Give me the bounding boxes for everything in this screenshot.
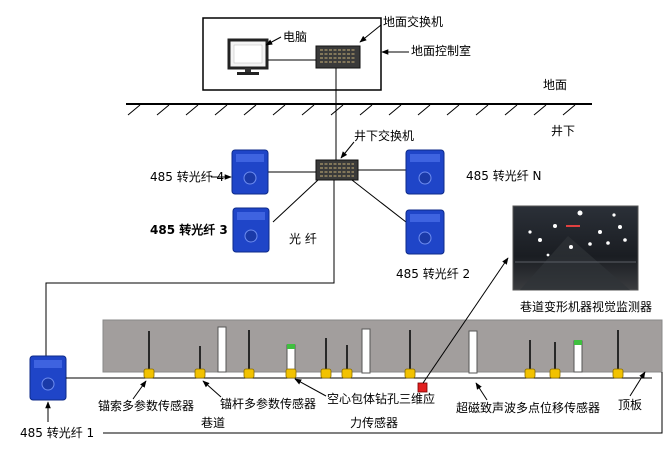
vision-monitor-image [512,205,639,291]
converter-2-icon [405,209,445,255]
computer-icon [227,38,269,75]
ground-label: 地面 [543,78,567,92]
converter-3-icon [232,207,270,253]
surface-switch-label: 地面交换机 [383,14,443,29]
ultrasonic-sensor-label: 超磁致声波多点位移传感器 [456,400,600,415]
sensor-rods [148,330,619,372]
underground-switch-icon [315,159,359,181]
control-room-box [202,17,382,91]
hollow-sensor-label-line2: 力传感器 [350,415,398,430]
roadway-roof-zone [102,319,663,373]
anchor-cable-sensor-label: 锚索多参数传感器 [98,398,194,413]
control-room-label: 地面控制室 [411,43,471,58]
converter-1-icon [29,355,67,401]
converter-4-label: 485 转光纤 4 [150,169,224,184]
underground-switch-label: 井下交换机 [354,128,414,143]
converter-n-icon [405,149,445,195]
anchor-bolt-sensor-label: 锚杆多参数传感器 [220,396,316,411]
converter-1-label: 485 转光纤 1 [20,425,94,440]
converter-2-label: 485 转光纤 2 [396,266,470,281]
surface-switch-icon [315,45,361,69]
underground-label: 井下 [551,124,575,138]
camera-node [417,382,428,393]
fiber-label: 光 纤 [289,232,317,246]
converter-3-label: 485 转光纤 3 [150,222,228,237]
roof-label: 顶板 [618,398,642,412]
sensor-nodes [143,368,624,379]
green-indicator [287,344,295,349]
green-indicator [574,340,582,345]
borehole-tubes [217,326,583,374]
converter-n-label: 485 转光纤 N [466,168,542,183]
ground-line [126,103,592,116]
converter-4-icon [231,149,269,195]
vision-monitor-label: 巷道变形机器视觉监测器 [520,299,652,314]
hollow-sensor-label-line1: 空心包体钻孔三维应 [327,391,435,406]
roadway-label: 巷道 [201,416,225,430]
computer-label: 电脑 [283,30,307,44]
